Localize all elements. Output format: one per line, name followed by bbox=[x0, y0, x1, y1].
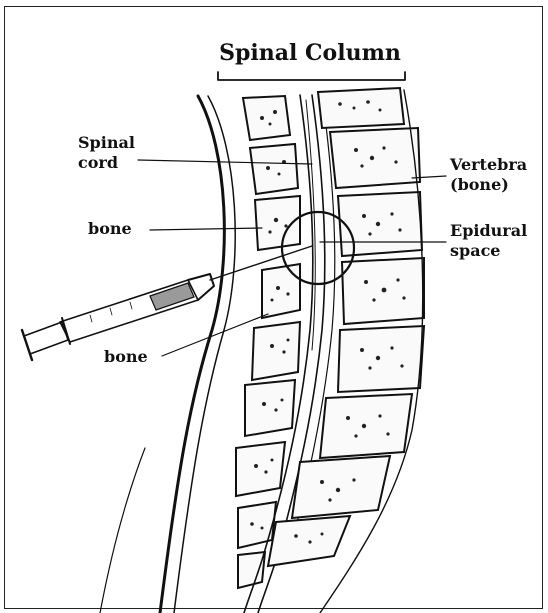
label-bone-lower: bone bbox=[104, 347, 148, 366]
label-vertebra-1: Vertebra bbox=[449, 155, 527, 174]
title-bracket bbox=[218, 72, 405, 80]
leader-bone-upper bbox=[150, 228, 262, 230]
label-vertebra-2: (bone) bbox=[450, 175, 509, 194]
label-bone-upper: bone bbox=[88, 219, 132, 238]
label-epidural-2: space bbox=[450, 241, 500, 260]
label-epidural-1: Epidural bbox=[450, 221, 527, 240]
title: Spinal Column bbox=[219, 40, 401, 66]
label-spinal-cord-1: Spinal bbox=[78, 133, 135, 152]
label-spinal-cord-2: cord bbox=[78, 153, 118, 172]
